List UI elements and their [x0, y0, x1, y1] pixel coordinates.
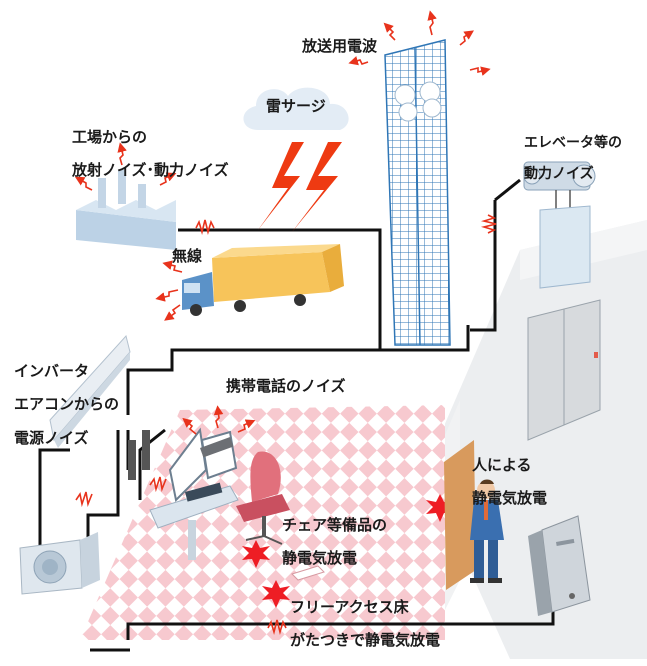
- label-person-static: 人による 静電気放電: [472, 455, 548, 508]
- truck-icon: [182, 244, 344, 316]
- mobile-phone-icon: [200, 437, 234, 458]
- wireless-arrows: [155, 260, 183, 321]
- label-floor-static: フリーアクセス床 がたつきで静電気放電: [290, 597, 441, 650]
- pc-tower-icon: [528, 515, 591, 616]
- outdoor-unit-icon: [19, 532, 100, 595]
- air-conditioner-icon: [49, 334, 131, 448]
- broadcast-tower-icon: [384, 39, 451, 346]
- spark-icons: [242, 494, 454, 608]
- label-factory-noise: 工場からの 放射ノイズ･動力ノイズ: [72, 127, 229, 180]
- radio-wave-arrows: [348, 10, 491, 76]
- office-chair-icon: [236, 451, 290, 545]
- label-mobile-phone-noise: 携帯電話のノイズ: [226, 377, 346, 395]
- label-radio-wave: 放送用電波: [302, 37, 378, 55]
- door-icon: [444, 440, 476, 590]
- label-lightning-surge: 雷サージ: [266, 97, 326, 115]
- factory-icon: [76, 170, 176, 250]
- label-inverter-ac-noise: インバータ エアコンからの 電源ノイズ: [14, 361, 120, 447]
- businessman-icon: [470, 479, 504, 583]
- floor-gap-icon: [291, 565, 325, 581]
- lightning-icon: [258, 142, 342, 232]
- label-elevator-noise: エレベータ等の 動力ノイズ: [524, 134, 622, 183]
- noise-wave-markers: [75, 214, 497, 636]
- phone-noise-arrows: [182, 405, 256, 435]
- factory-noise-arrows: [74, 142, 177, 191]
- cloud-icon: [243, 87, 349, 130]
- label-wireless: 無線: [172, 247, 203, 265]
- elevator-icon: [527, 205, 601, 441]
- motor-icon: [523, 161, 596, 215]
- label-chair-static: チェア等備品の 静電気放電: [282, 515, 388, 568]
